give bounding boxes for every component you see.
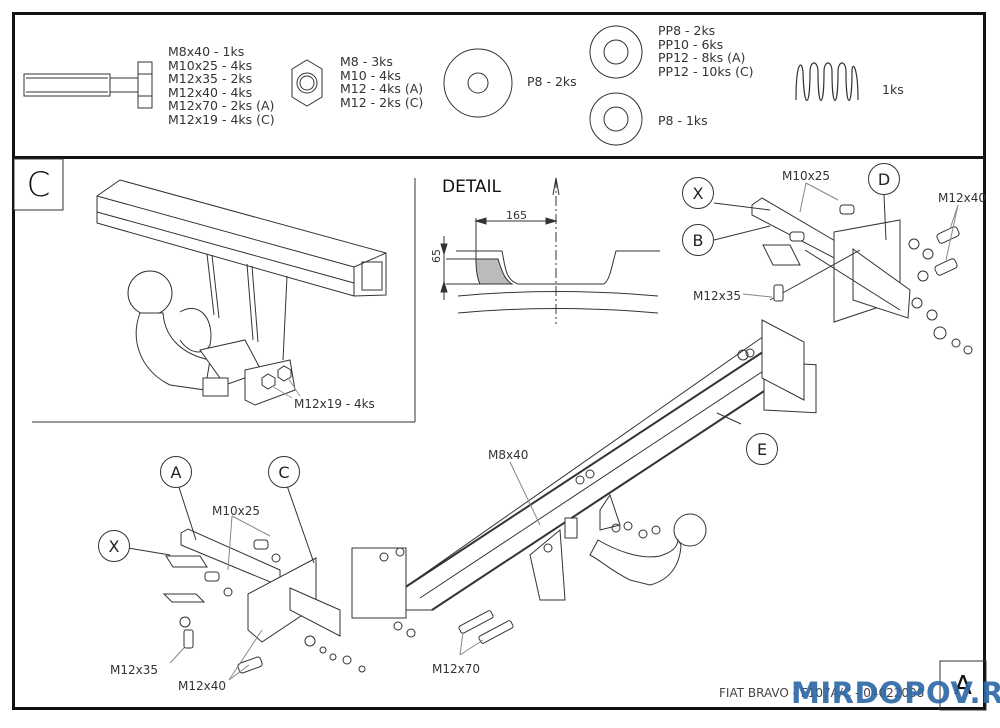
detail-drawing (441, 178, 660, 324)
washer-item: PP10 - 6ks (658, 36, 724, 52)
washer-list: PP8 - 2ks PP10 - 6ks PP12 - 8ks (A) PP12… (658, 24, 754, 78)
inset-towbar (128, 254, 300, 405)
nut-item: M8 - 3ks (340, 54, 393, 69)
large-washer-icon (444, 49, 512, 117)
watermark: MIRDOPOV.RU (791, 676, 1000, 710)
washer-item: PP8 - 2ks (658, 23, 716, 38)
label-m12x70: M12x70 (432, 662, 480, 676)
callout-x-left: X (98, 530, 130, 562)
nut-item: M10 - 4ks (340, 67, 401, 83)
nut-list: M8 - 3ks M10 - 4ks M12 - 4ks (A) M12 - 2… (340, 55, 423, 109)
nut-item: M12 - 2ks (C) (340, 94, 424, 110)
label-m12x40-left: M12x40 (178, 679, 226, 693)
tow-ball-assembly (458, 470, 706, 644)
variant-c-inset-frame (14, 159, 415, 422)
main-beam (352, 292, 816, 618)
bolt-item: M10x25 - 4ks (168, 57, 253, 73)
label-m10x25-left: M10x25 (212, 504, 260, 518)
callout-c: C (268, 456, 300, 488)
bolt-item: M8x40 - 1ks (168, 44, 245, 59)
washer-icon (590, 26, 642, 78)
bolt-item: M12x70 - 2ks (A) (168, 98, 275, 114)
detail-dim-horizontal: 165 (506, 209, 527, 222)
washer-item: PP12 - 10ks (C) (658, 63, 754, 79)
washer-item: PP12 - 8ks (A) (658, 50, 746, 66)
callout-x-right: X (682, 177, 714, 209)
bolt-item: M12x19 - 4ks (C) (168, 111, 275, 127)
label-m12x35-left: M12x35 (110, 663, 158, 677)
small-washer-label: P8 - 1ks (658, 113, 708, 128)
right-bracket (738, 198, 972, 360)
parts-section-divider (12, 156, 986, 159)
left-bracket (164, 529, 415, 674)
spring-icon (796, 63, 858, 101)
callout-a: A (160, 456, 192, 488)
title-block-variant-label: A (954, 670, 972, 701)
callout-e: E (746, 433, 778, 465)
callout-d: D (868, 163, 900, 195)
leader-lines (128, 183, 958, 680)
spring-label: 1ks (882, 82, 904, 97)
bolt-item: M12x35 - 2ks (168, 71, 253, 87)
bolt-item: M12x40 - 4ks (168, 84, 253, 100)
label-m12x40-right: M12x40 (938, 191, 986, 205)
bolt-icon (24, 62, 152, 108)
detail-title: DETAIL (442, 177, 502, 197)
drawing-frame (12, 12, 986, 710)
detail-dim-vertical: 65 (430, 249, 443, 263)
variant-c-label: C (26, 164, 51, 205)
title-block-variant-box (940, 661, 986, 710)
small-washer-icon (590, 93, 642, 145)
inset-bolt-callout: M12x19 - 4ks (294, 397, 375, 411)
callout-b: B (682, 224, 714, 256)
nut-icon (292, 60, 322, 106)
inset-beam (97, 180, 386, 296)
large-washer-label: P8 - 2ks (527, 74, 577, 89)
label-m12x35-right: M12x35 (693, 289, 741, 303)
bolt-list: M8x40 - 1ks M10x25 - 4ks M12x35 - 2ks M1… (168, 45, 275, 127)
label-m10x25-right: M10x25 (782, 169, 830, 183)
nut-item: M12 - 4ks (A) (340, 81, 424, 97)
title-block-text: FIAT BRAVO - F107A/C - 04022008 (719, 686, 925, 700)
label-m8x40: M8x40 (488, 448, 529, 462)
